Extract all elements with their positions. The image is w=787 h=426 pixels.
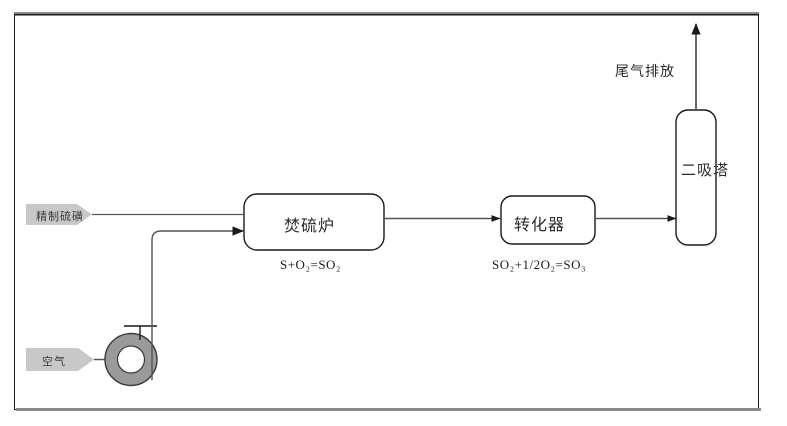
tail-gas-label: 尾气排放	[615, 64, 675, 80]
absorption-tower-label: 二吸塔	[681, 161, 730, 179]
furnace-label: 焚硫炉	[284, 216, 336, 235]
air-duct-line	[151, 226, 244, 380]
furnace-box[interactable]	[243, 193, 385, 251]
sulfur-input-tag	[26, 204, 92, 225]
converter-box[interactable]	[500, 195, 596, 245]
blower-hub	[116, 345, 146, 374]
air-input-tag	[26, 348, 94, 371]
sulfur-input-label: 精制硫磺	[36, 210, 84, 223]
frame-bottom-shadow	[16, 408, 761, 411]
furnace-equation: S+O₂=SO₂	[280, 257, 341, 272]
converter-label: 转化器	[514, 215, 566, 234]
converter-equation: SO₂+1/2O₂=SO₃	[492, 257, 586, 272]
air-input-label: 空气	[42, 355, 66, 368]
